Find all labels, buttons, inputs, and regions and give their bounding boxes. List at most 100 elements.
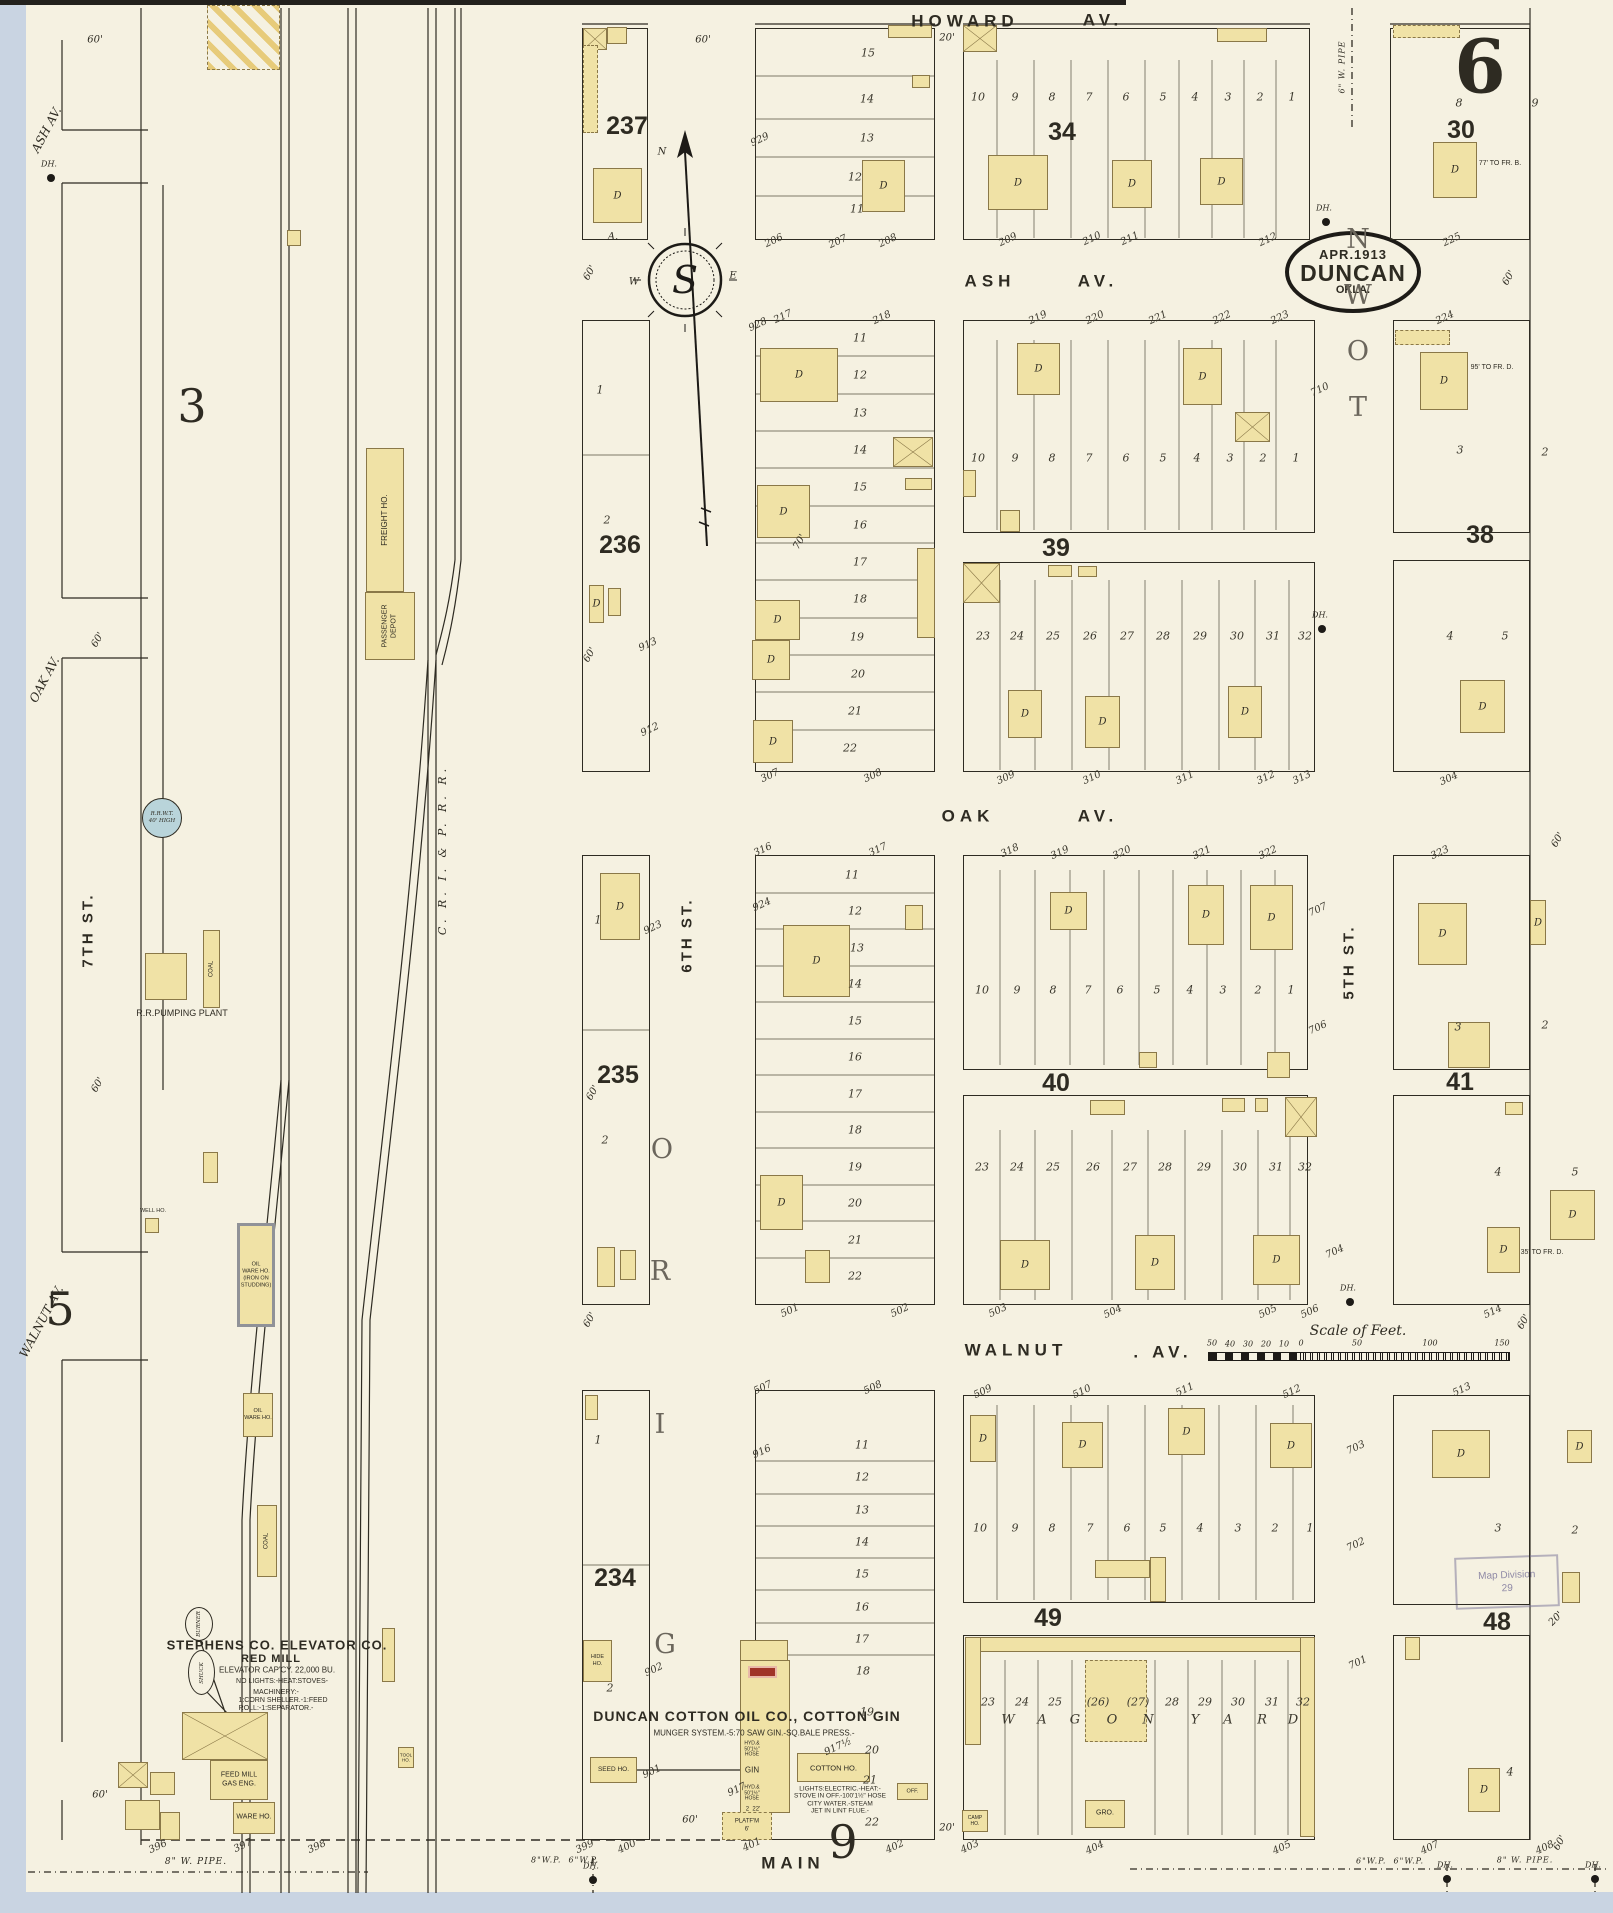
lot-number: 5 — [1571, 1165, 1579, 1179]
lot-number: 13 — [855, 1503, 869, 1517]
lot-number: 21 — [863, 1773, 877, 1787]
dwelling-mark: D — [1034, 363, 1043, 375]
pipe-label: 8" W. PIPE. — [1496, 1855, 1554, 1865]
map-note: WELL HO. — [139, 1207, 167, 1214]
lot-number: 23 — [976, 629, 990, 643]
street-label: ASH — [964, 271, 1016, 291]
building: D — [1567, 1430, 1592, 1463]
scale-bar-minor — [1208, 1352, 1302, 1361]
building — [963, 470, 976, 497]
dwelling-mark: D — [1198, 371, 1207, 382]
lot-number: 4 — [1446, 629, 1454, 643]
lot-number: 2 — [1254, 983, 1262, 997]
lot-number: 31 — [1266, 629, 1280, 643]
street-label: MAIN — [761, 1853, 825, 1873]
block-outline — [1393, 560, 1530, 772]
lot-number: 2 — [1541, 1018, 1549, 1032]
dh-marker — [47, 174, 55, 182]
building — [805, 1250, 830, 1283]
lot-number: 22 — [865, 1815, 879, 1829]
dwelling-mark: D — [1098, 716, 1107, 728]
block-number: 49 — [1034, 1604, 1062, 1632]
building: D — [1183, 348, 1222, 405]
map-note: GIN — [744, 1765, 760, 1775]
lot-number: 15 — [848, 1014, 862, 1028]
street-label: AV. — [1077, 806, 1119, 826]
lot-number: 8 — [1048, 1521, 1056, 1535]
building — [917, 548, 935, 638]
lot-number: 5 — [1153, 983, 1161, 997]
street-label: . AV. — [1133, 1342, 1193, 1362]
lot-number: 26 — [1083, 629, 1097, 643]
block-number: 5 — [45, 1282, 75, 1337]
building — [1048, 565, 1072, 577]
lot-number: 12 — [848, 904, 862, 918]
yard-letter: W — [1001, 1712, 1015, 1728]
lot-number: 32 — [1296, 1695, 1310, 1709]
block-outline — [755, 320, 935, 772]
dh-label: DH. — [1316, 203, 1332, 213]
lot-number: 4 — [1506, 1765, 1514, 1779]
street-letter: T — [1348, 391, 1368, 423]
building: PLATF'M 6' — [722, 1812, 772, 1840]
block-outline — [963, 1095, 1308, 1305]
lot-number: (27) — [1126, 1695, 1150, 1709]
dwelling-mark: D — [1456, 1448, 1466, 1460]
lot-number: 1 — [1288, 90, 1296, 104]
lot-number: 8 — [1049, 983, 1057, 997]
water-tank-label: R.R.W.T. 40' HIGH — [148, 810, 176, 824]
building — [748, 1666, 777, 1678]
lot-number: 29 — [1198, 1695, 1212, 1709]
business-label: RED MILL — [241, 1652, 301, 1665]
lot-number: 9 — [1011, 1521, 1019, 1535]
lot-number: 9 — [1531, 96, 1539, 110]
block-number: 48 — [1483, 1608, 1511, 1636]
street-letter: W — [1344, 279, 1372, 311]
lot-number: 2 — [601, 1133, 609, 1147]
building: D — [600, 873, 640, 940]
dh-label: DH. — [1312, 610, 1328, 620]
lot-number: 5 — [1159, 451, 1167, 465]
building — [182, 1712, 268, 1760]
building-label: OIL WARE HO. (IRON ON STUDDING) — [240, 1261, 272, 1288]
lot-number: 9 — [1011, 90, 1019, 104]
dwelling-mark: D — [1267, 912, 1276, 923]
compass-rose: S — [633, 130, 737, 547]
lot-number: 29 — [1197, 1160, 1211, 1174]
block-number: 39 — [1042, 534, 1070, 562]
building: FEED MILL GAS ENG. — [210, 1760, 268, 1800]
dh-marker — [589, 1876, 597, 1884]
block-outline — [582, 320, 650, 772]
map-note: ELEVATOR CAP'CY. 22,000 BU. — [218, 1665, 336, 1675]
lot-number: 11 — [853, 331, 867, 345]
lot-number: 11 — [850, 202, 864, 216]
yard-letter: A — [1037, 1712, 1047, 1728]
lot-number: 9 — [1013, 983, 1021, 997]
building: D — [760, 1175, 803, 1230]
building — [125, 1800, 160, 1830]
dh-marker — [1346, 1298, 1354, 1306]
block-number: 235 — [597, 1061, 639, 1089]
building: PASSENGER DEPOT — [365, 592, 415, 660]
lot-number: 21 — [848, 704, 862, 718]
lot-number: 28 — [1158, 1160, 1172, 1174]
lot-number: 25 — [1048, 1695, 1062, 1709]
dimension-label: 60' — [695, 34, 711, 46]
lot-number: 3 — [1494, 1521, 1502, 1535]
building — [1217, 28, 1267, 42]
street-label: 5TH ST. — [1340, 924, 1358, 1000]
block-outline — [963, 28, 1310, 240]
page-left-edge — [0, 0, 26, 1913]
dwelling-mark: D — [1533, 917, 1543, 928]
dwelling-mark: D — [1240, 706, 1250, 718]
lot-number: 6 — [1122, 90, 1130, 104]
building: D — [783, 925, 850, 997]
building — [912, 75, 930, 88]
lot-number: 27 — [1123, 1160, 1137, 1174]
lot-number: 1 — [596, 383, 604, 397]
building — [145, 1218, 159, 1233]
dimension-label: 20' — [939, 1822, 955, 1834]
street-label: 6TH ST. — [678, 897, 696, 973]
building — [888, 25, 932, 38]
lot-number: 6 — [1116, 983, 1124, 997]
